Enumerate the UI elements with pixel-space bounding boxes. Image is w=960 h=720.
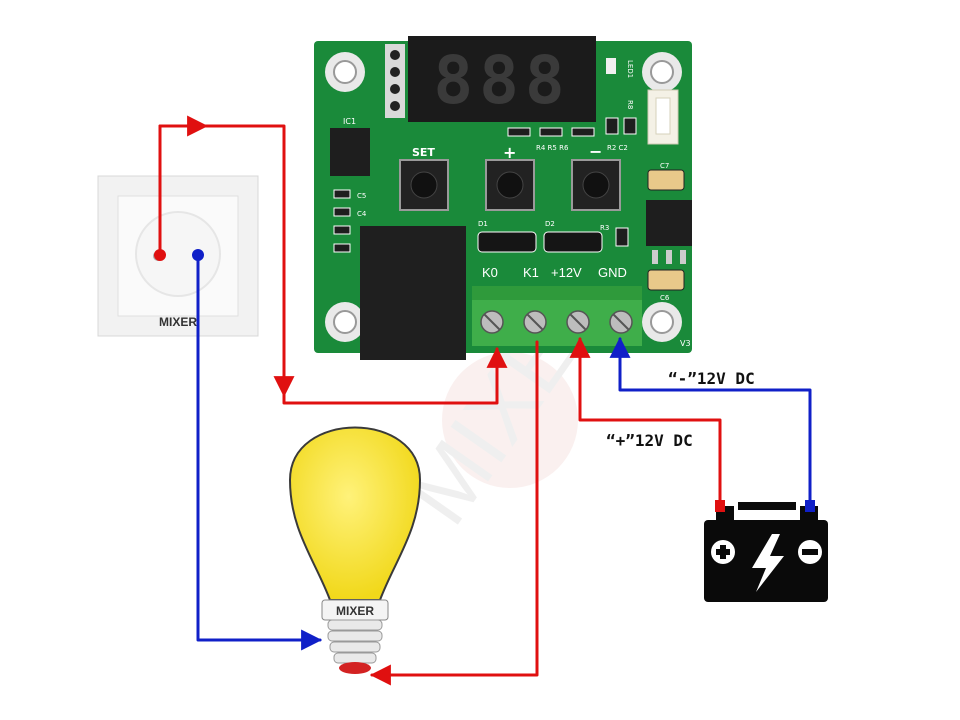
board-version: V3	[680, 339, 691, 348]
svg-text:R2 C2: R2 C2	[607, 144, 628, 152]
button-plus[interactable]	[485, 159, 535, 211]
wire-live-k1-to-bulb	[369, 340, 539, 686]
ic-label: IC1	[343, 117, 356, 126]
plus-sign-label: +	[503, 143, 516, 162]
relay	[360, 226, 466, 360]
button-set[interactable]	[399, 159, 449, 211]
bulb-brand: MIXER	[336, 604, 374, 618]
svg-text:C4: C4	[357, 210, 367, 218]
led-label: LED1	[626, 60, 634, 78]
svg-text:D2: D2	[545, 220, 555, 228]
diode-d1	[477, 231, 537, 253]
svg-text:C5: C5	[357, 192, 366, 200]
component-labels: R4 R5 R6 R2 C2 C5 C4 C7 C6 D1 D2 R3 R8	[357, 100, 670, 302]
terminal-12v: +12V	[551, 265, 582, 280]
terminal-k1: K1	[523, 265, 539, 280]
svg-text:R4 R5 R6: R4 R5 R6	[536, 144, 569, 152]
svg-text:D1: D1	[478, 220, 488, 228]
voltage-regulator	[646, 200, 692, 246]
pin-header	[385, 44, 405, 118]
wire-battery-plus	[569, 336, 722, 512]
wire-neutral-socket-to-bulb	[196, 253, 323, 651]
light-bulb-icon: MIXER	[288, 426, 422, 674]
lightning-bolt-icon	[752, 534, 784, 592]
mounting-holes	[325, 52, 682, 342]
button-minus[interactable]	[571, 159, 621, 211]
set-label: SET	[412, 146, 435, 159]
smd-components	[333, 117, 637, 253]
svg-text:R8: R8	[626, 100, 634, 109]
svg-text:R3: R3	[600, 224, 609, 232]
wire-live-socket-to-k0	[158, 124, 508, 405]
svg-text:C6: C6	[660, 294, 670, 302]
minus-12v-label: “-”12V DC	[668, 369, 755, 388]
ic-chip	[330, 128, 370, 176]
led-display: 888	[408, 36, 596, 122]
thermostat-board: 888 LED1 IC1 R4 R5 R6 R2 C2 C5 C4 C7 C6 …	[314, 36, 692, 360]
minus-icon	[798, 540, 822, 564]
car-battery-icon	[704, 502, 828, 602]
wire-battery-minus	[609, 336, 812, 512]
terminal-gnd: GND	[598, 265, 627, 280]
terminal-labels: K0 K1 +12V GND	[482, 265, 627, 280]
diode-d2	[543, 231, 603, 253]
display-digits: 888	[433, 42, 570, 119]
svg-text:C7: C7	[660, 162, 669, 170]
wall-socket-icon: MIXER	[97, 175, 259, 337]
minus-sign-label: −	[589, 142, 602, 161]
plus-icon	[711, 540, 735, 564]
wires	[154, 115, 815, 686]
plus-12v-label: “+”12V DC	[606, 431, 693, 450]
terminal-k0: K0	[482, 265, 498, 280]
terminal-block	[472, 286, 642, 346]
socket-brand: MIXER	[159, 315, 197, 329]
